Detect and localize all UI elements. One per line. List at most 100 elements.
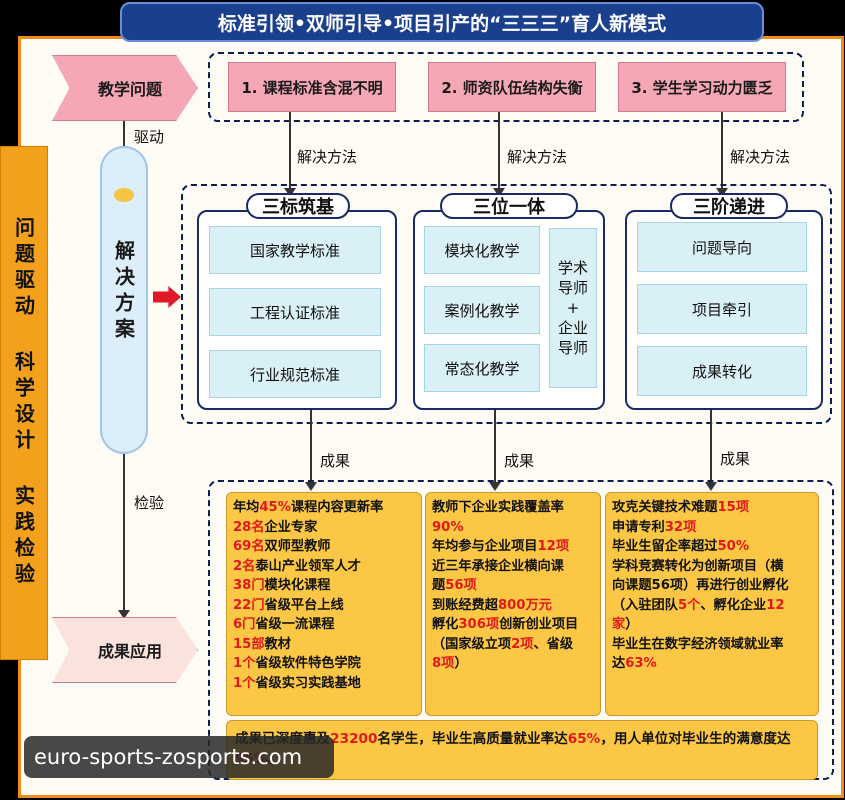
solution-pill: 解决方案 [100,146,148,454]
outcome-text: 、孵化企业 [700,597,767,613]
outcome-text: （入驻团队 [612,597,678,613]
method-arrow-2 [498,112,500,192]
outcome-text: 省级平台上线 [264,597,344,613]
teach-problem-tag: 教学问题 [52,55,198,121]
outcome-highlight: 1个 [233,675,256,691]
summary-text: ，用人单位对毕业生的满意度达 [600,731,791,747]
outcome-line: 年均45%课程内容更新率 [233,498,415,518]
outcome-text: 泰山产业领军人才 [255,558,361,574]
outcome-text: 攻克关键技术难题 [612,500,718,515]
outcome-text: 申请专利 [612,519,665,535]
outcome-text: 省级一流课程 [255,617,335,632]
outcome-text: 近三年承接企业横向课 [432,558,564,574]
method-label-3: 解决方法 [730,148,791,166]
outcome-highlight: 50% [717,539,750,554]
method-label-1: 解决方法 [297,148,358,166]
outcome-line: （入驻团队5个、孵化企业12 [612,596,812,616]
outcome-line: 1个省级软件特色学院 [233,654,415,674]
outcome-line: 90% [432,518,594,538]
outcome-highlight: 12 [766,597,785,613]
right-arrow-icon [153,286,181,308]
pill-dot [114,188,134,202]
outcome-line: 28名企业专家 [233,518,415,538]
solution-label: 解决方案 [111,240,136,344]
outcome-line: 6门省级一流课程 [233,615,415,635]
outcome-line: 22门省级平台上线 [233,596,415,616]
outcome-line: 1个省级实习实践基地 [233,674,415,694]
outcome-highlight: 家 [612,617,626,632]
mentor-text-1: 学术 [557,259,588,277]
summary-highlight: 65% [567,731,601,747]
outcome-highlight: 45% [259,500,291,515]
outcome-column-3: 攻克关键技术难题15项申请专利32项毕业生留企率超过50%学科竞赛转化为创新项目… [605,492,819,716]
result-label-1: 成果 [320,452,351,470]
outcome-text: 课程内容更新率 [290,500,384,515]
check-label: 检验 [134,494,165,512]
outcome-text: （国家级立项 [432,636,512,652]
check-arrow-head [118,610,130,619]
outcome-text: 省级实习实践基地 [255,675,361,691]
problem-2: 2. 师资队伍结构失衡 [428,62,596,112]
result-label-3: 成果 [720,450,751,468]
outcome-line: 毕业生留企率超过50% [612,537,812,557]
outcome-text: 题 [432,578,446,593]
cell-problem-oriented: 问题导向 [637,222,807,272]
outcome-line: 近三年承接企业横向课 [432,557,594,577]
check-arrow-line [123,454,125,614]
outcome-highlight: 1个 [233,656,256,671]
outcome-text: 教材 [264,636,291,652]
watermark: euro-sports-zosports.com [24,736,334,778]
outcome-highlight: 28名 [233,519,265,535]
outcome-line: 申请专利32项 [612,518,812,538]
cell-case-teaching: 案例化教学 [424,286,540,334]
result-label-2: 成果 [504,452,535,470]
cell-engineering-cert: 工程认证标准 [209,288,381,336]
drive-label: 驱动 [134,128,165,146]
outcome-text: 达 [612,656,626,671]
outcome-line: 孵化306项创新创业项目 [432,615,594,635]
outcome-text: ） [454,656,468,671]
problem-1: 1. 课程标准含混不明 [228,62,396,112]
outcome-line: （国家级立项2项、省级 [432,635,594,655]
outcome-line: 毕业生在数字经济领域就业率 [612,635,812,655]
outcome-line: 向课题56项）再进行创业孵化 [612,576,812,596]
outcome-text: 向课题56项）再进行创业孵化 [612,578,789,593]
method-arrow-3 [721,112,723,192]
left-banner: 问题驱动 科学设计 实践检验 [0,146,48,660]
outcome-line: 达63% [612,654,812,674]
outcome-line: 2名泰山产业领军人才 [233,557,415,577]
cell-industry-standard: 行业规范标准 [209,350,381,398]
outcome-line: 家） [612,615,812,635]
outcome-highlight: 90% [432,519,464,535]
outcome-text: 创新创业项目 [499,617,579,632]
outcome-highlight: 306项 [458,617,500,632]
banner-text-1: 问题驱动 [11,217,36,321]
summary-text: 名学生，毕业生高质量就业率达 [377,731,568,747]
method-arrow-1 [289,112,291,192]
outcome-text: 年均参与企业项目 [432,539,538,554]
outcome-text: 省级软件特色学院 [255,656,361,671]
cell-regular-teaching: 常态化教学 [424,344,540,392]
mentor-text-3: + [566,299,580,317]
outcome-highlight: 38门 [233,578,265,593]
result-arrow-2 [494,410,496,486]
drive-arrow-line [123,121,125,153]
cell-result-transform: 成果转化 [637,346,807,396]
outcome-highlight: 15项 [717,500,750,515]
outcome-text: 学科竞赛转化为创新项目（横 [612,558,784,574]
method-arrow-head-3 [716,188,728,197]
outcome-line: 学科竞赛转化为创新项目（横 [612,557,812,577]
panel-trinity-title: 三位一体 [440,193,578,219]
result-application-tag: 成果应用 [52,617,198,683]
result-arrow-head-2 [489,482,501,491]
cell-national-standard: 国家教学标准 [209,226,381,274]
outcome-text: 教师下企业实践覆盖率 [432,500,564,515]
method-label-2: 解决方法 [507,148,568,166]
diagram-title: 标准引领•双师引导•项目引产的“三三三”育人新模式 [120,2,764,42]
problem-box [208,52,804,122]
outcome-line: 题56项 [432,576,594,596]
outcome-text: 企业专家 [264,519,318,535]
outcome-line: 38门模块化课程 [233,576,415,596]
panel-progressive-title: 三阶递进 [670,193,788,219]
banner-text-2: 科学设计 [11,351,36,455]
